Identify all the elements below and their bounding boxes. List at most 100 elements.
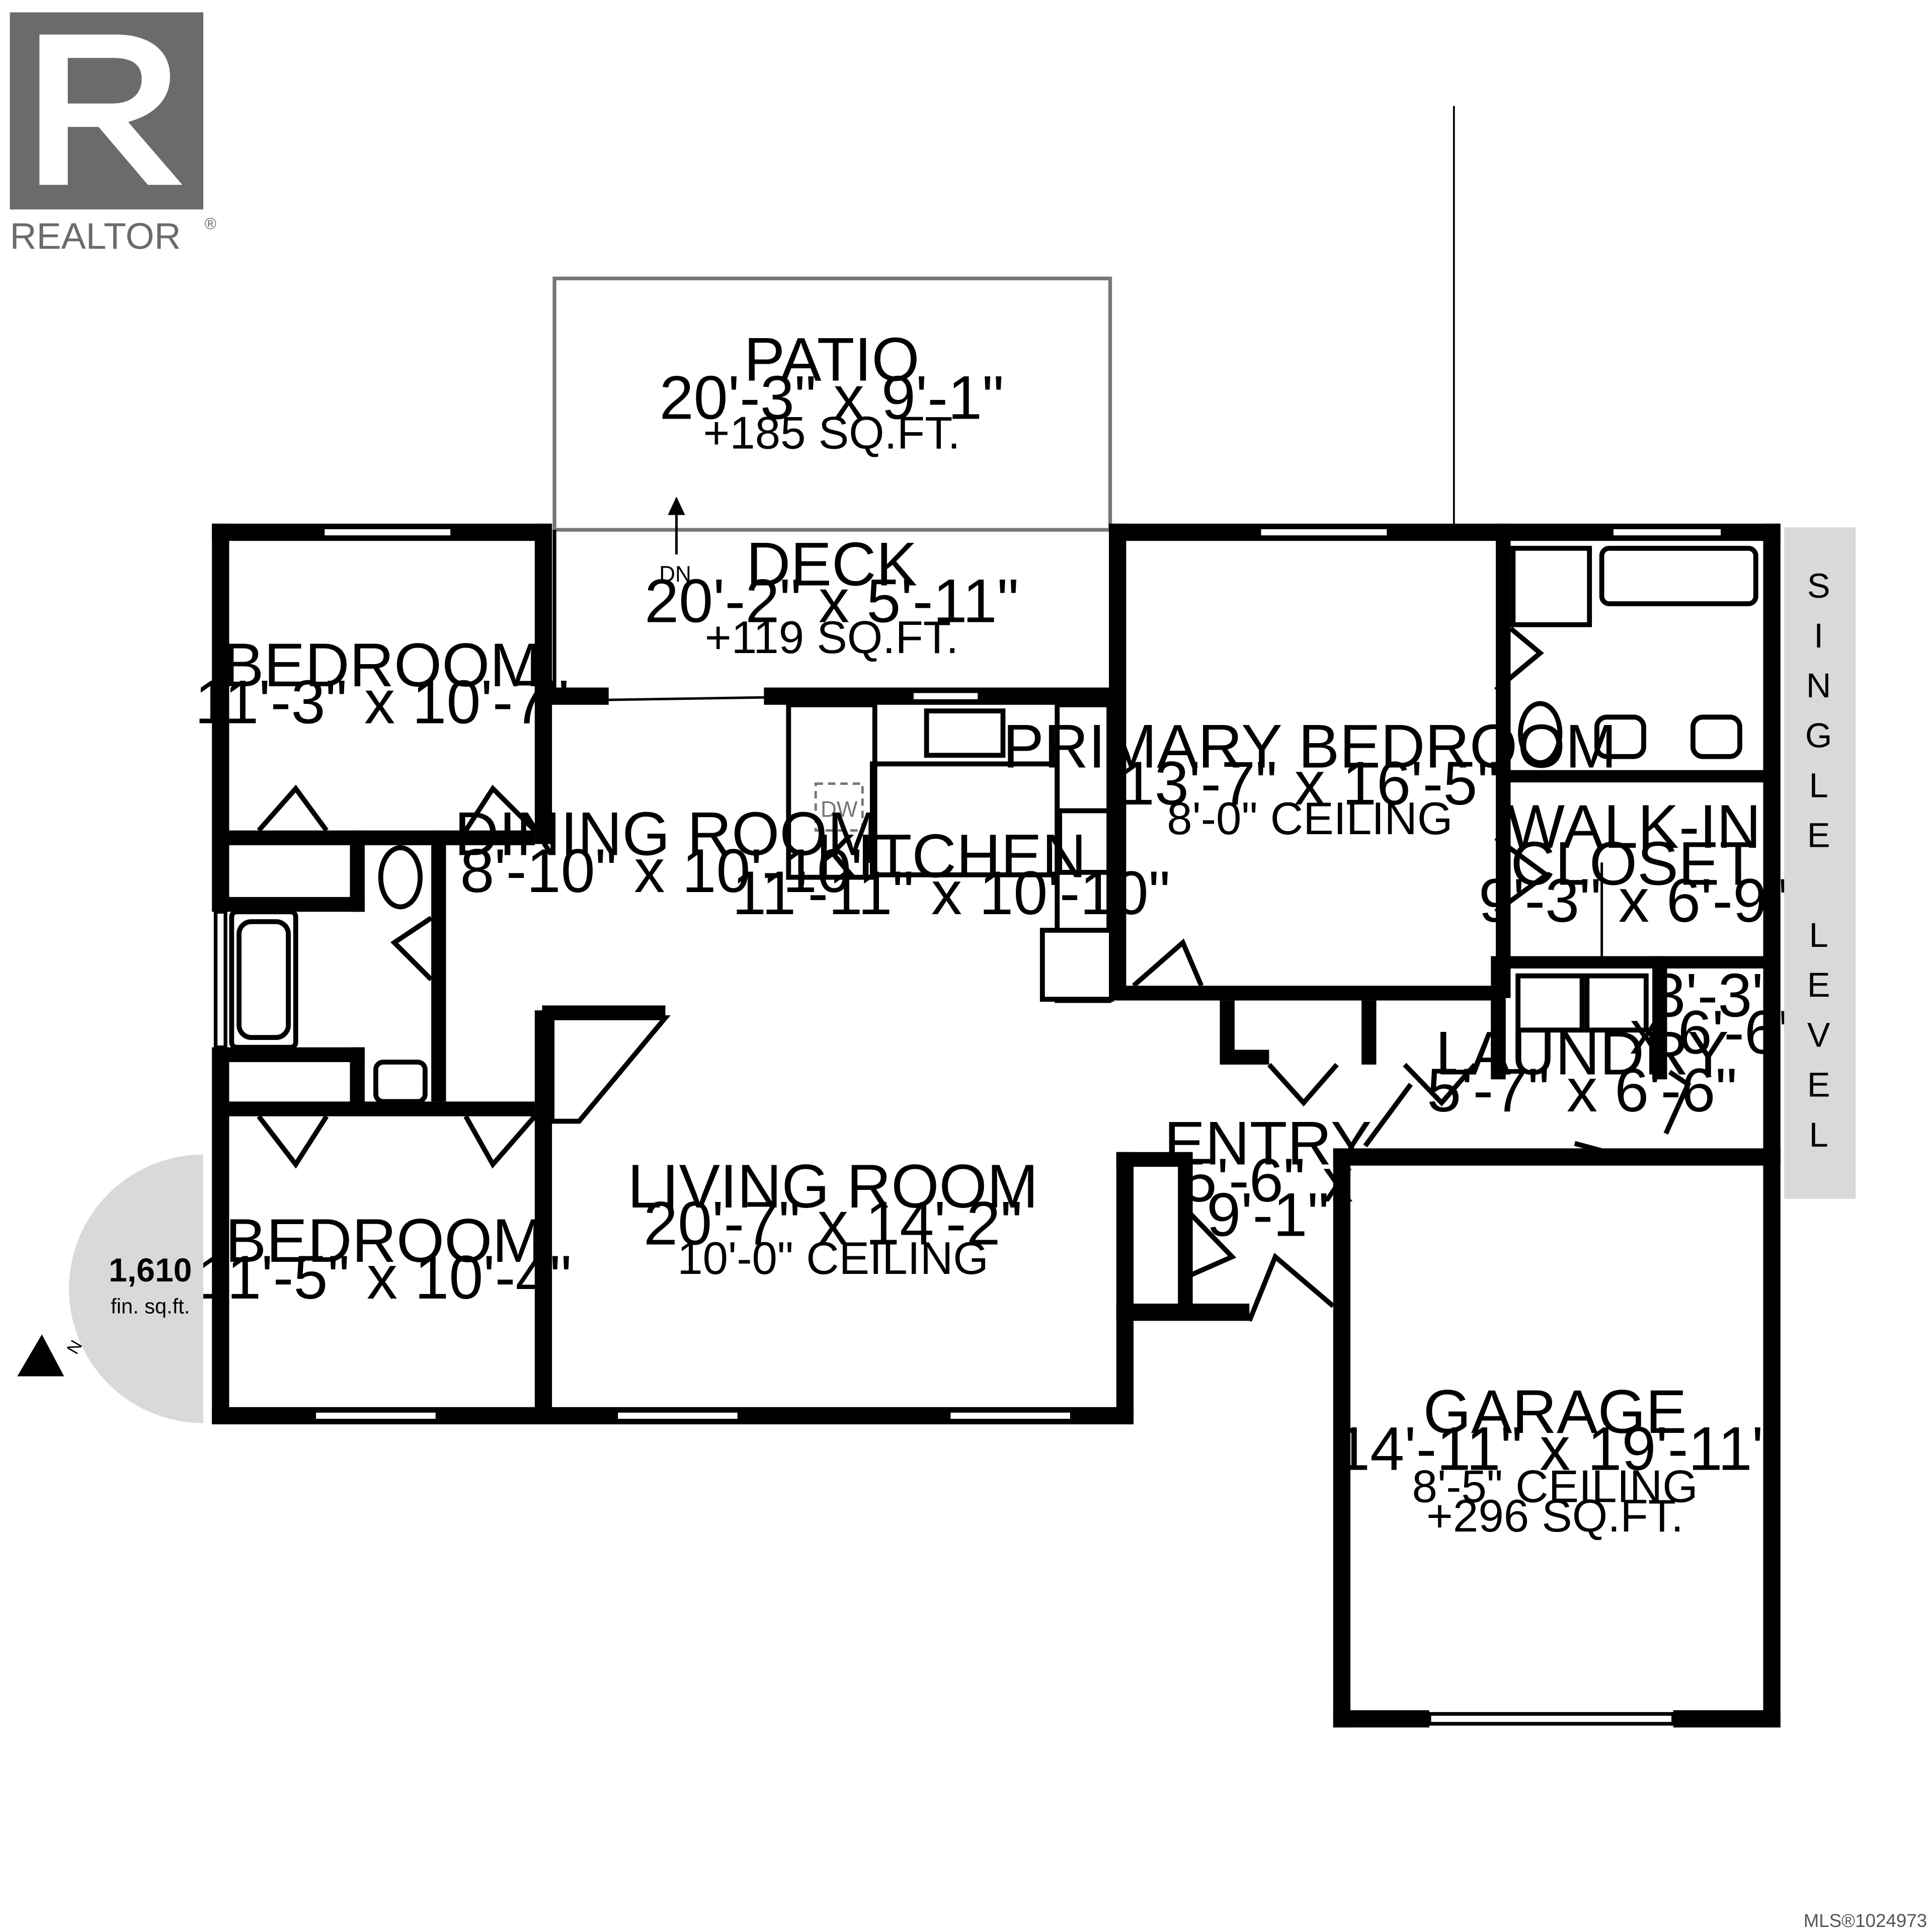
door-swing <box>257 1114 329 1169</box>
bedroom2-name: BEDROOM <box>225 1206 544 1275</box>
windows <box>213 525 1725 1726</box>
wall <box>1673 1710 1781 1728</box>
bedroom1-name: BEDROOM <box>223 630 541 699</box>
fixtures: DW <box>229 545 1758 1124</box>
dining-dims: 8'-10" x 10'-10" <box>460 836 873 905</box>
sink-icon <box>924 708 1006 758</box>
level-letter: G <box>1805 716 1832 755</box>
kitchen-dims: 11'-11" x 10'-10" <box>732 858 1170 927</box>
level-letter: I <box>1814 616 1823 655</box>
door-swing <box>1132 938 1204 988</box>
door-swing <box>1403 1063 1477 1107</box>
primary-dims: 13'-7" x 16'-5" <box>1120 749 1499 818</box>
arrow-up-icon <box>668 496 685 515</box>
dryer-icon <box>1584 973 1649 1033</box>
deck-dims: 20'-2" x 5'-11" <box>645 567 1019 635</box>
stairs-down: DN <box>659 496 691 587</box>
bedroom2-dims: 11'-5" x 10'-4" <box>197 1243 572 1312</box>
sink-icon <box>1594 714 1646 759</box>
window <box>910 689 982 703</box>
mls-number: MLS®1024973 <box>1804 1910 1927 1931</box>
area-badge-background <box>69 1154 204 1423</box>
wall <box>1496 523 1511 998</box>
deck-name: DECK <box>746 529 917 598</box>
patio-dims: 20'-3" x 9'-1" <box>660 363 1004 432</box>
wall <box>1496 770 1780 783</box>
toilet-icon <box>378 845 423 910</box>
door-swing <box>1363 1083 1413 1148</box>
primary-name: PRIMARY BEDROOM <box>1003 712 1617 781</box>
level-letter: E <box>1807 816 1830 855</box>
kitchen-name: KITCHEN <box>816 822 1086 891</box>
laundry-name: LAUNDRY <box>1435 1019 1729 1088</box>
level-letter: L <box>1809 916 1828 954</box>
window <box>312 1409 440 1423</box>
door-swing <box>1494 836 1551 914</box>
wall <box>1109 523 1126 998</box>
garage-ceiling: 8'-5" CEILING <box>1412 1461 1698 1512</box>
dishwasher-icon <box>814 782 864 832</box>
doors <box>257 626 1692 1322</box>
wall <box>229 1101 535 1116</box>
bathtub-icon <box>1599 545 1758 606</box>
fireplace-icon <box>549 1015 671 1124</box>
level-letter: N <box>1806 666 1831 705</box>
window <box>614 1409 742 1423</box>
walkin-name-line1: WALK-IN <box>1507 792 1761 861</box>
door-swing <box>1494 626 1544 692</box>
door-swing <box>1663 1070 1692 1135</box>
window <box>947 1409 1074 1423</box>
level-banner-background <box>1784 527 1856 1199</box>
living-ceiling: 10'-0" CEILING <box>677 1233 989 1284</box>
wall <box>1652 956 1667 1080</box>
dining-name: DINING ROOM <box>454 799 878 868</box>
door-swing <box>463 1114 537 1169</box>
level-letter: S <box>1807 567 1830 605</box>
deck-extra: +119 SQ.FT. <box>705 612 958 663</box>
toilet-icon <box>1518 701 1563 765</box>
door-swing <box>1188 1212 1237 1278</box>
primary-ceiling: 8'-0" CEILING <box>1167 793 1453 844</box>
window <box>320 525 454 539</box>
shower-icon <box>1510 545 1592 627</box>
garage-door <box>1427 1712 1675 1726</box>
wall <box>1178 1152 1193 1306</box>
door-swing <box>1267 1063 1339 1107</box>
door-swing <box>257 784 329 832</box>
door-swing <box>463 784 537 833</box>
level-letter: E <box>1807 1066 1830 1104</box>
wall <box>229 830 365 845</box>
north-arrow-icon <box>17 1334 64 1377</box>
wall <box>1220 1050 1269 1065</box>
garage-extra: +296 SQ.FT. <box>1426 1491 1683 1542</box>
wall <box>1116 1152 1134 1423</box>
living-dims: 20'-7" x 14'-2" <box>643 1188 1022 1257</box>
closet-small-line1: 3'-3" <box>1651 960 1774 1029</box>
garage-dims: 14'-11" x 19'-11" <box>1336 1414 1774 1483</box>
door-swing <box>390 916 433 982</box>
room-labels: PATIO 20'-3" x 9'-1" +185 SQ.FT. DECK 20… <box>195 325 1800 1542</box>
window <box>1257 525 1391 539</box>
realtor-logo: REALTOR ® <box>10 12 216 257</box>
bedroom1-dims: 11'-3" x 10'-7" <box>195 668 569 737</box>
wall <box>1496 956 1780 969</box>
area-value: 1,610 <box>109 1252 192 1289</box>
level-letter: V <box>1807 1015 1830 1054</box>
sliding-door <box>608 696 764 701</box>
garage-name: GARAGE <box>1423 1377 1687 1446</box>
wall <box>534 687 609 705</box>
bathtub-basin-icon <box>236 919 291 1040</box>
wall <box>1763 1148 1781 1728</box>
patio-outline <box>552 276 1112 532</box>
entry-dims-line2: 9'-1" <box>1206 1180 1329 1249</box>
patio-name: PATIO <box>744 325 919 394</box>
realtor-r-icon <box>39 34 183 185</box>
window <box>1609 525 1725 539</box>
wall <box>1116 1304 1250 1321</box>
laundry-dims: 5'-7" x 6'-6" <box>1427 1056 1737 1124</box>
level-letter: L <box>1809 1115 1828 1154</box>
closet-small-line2: x 6'-6" <box>1630 998 1800 1067</box>
wall <box>212 523 229 912</box>
